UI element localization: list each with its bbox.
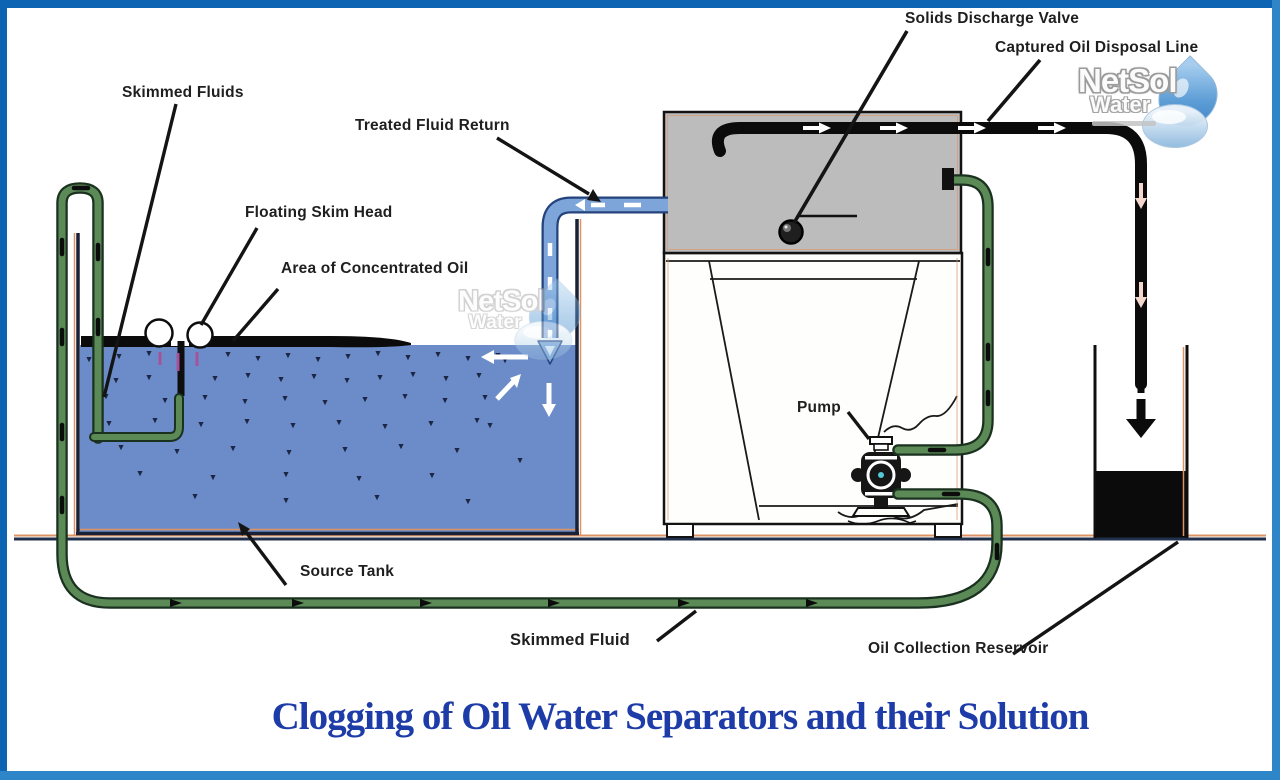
separator-body: [662, 251, 964, 526]
leader-lines: [102, 30, 1179, 656]
skimmed-fluid-piping: [56, 168, 1003, 609]
frame-border-bottom: [0, 771, 1280, 780]
concentrated-oil-layer: [81, 336, 411, 348]
label-floating-skim-head: Floating Skim Head: [245, 204, 393, 221]
label-captured-oil-disposal-line: Captured Oil Disposal Line: [995, 39, 1199, 56]
leader-area-oil: [231, 287, 280, 343]
label-source-tank: Source Tank: [300, 563, 395, 580]
separator-foot-left: [666, 523, 694, 538]
netsol-logo: NetSol Water: [1078, 55, 1248, 157]
separator-top-chamber: [662, 110, 963, 255]
drop-ellipse-shine: [523, 326, 554, 339]
sediment-dots: [86, 351, 523, 505]
netsol-watermark: NetSol Water: [458, 278, 608, 368]
oil-collection-reservoir: [1093, 345, 1189, 538]
watermark-subtitle: Water: [468, 310, 522, 333]
leader-skimmed-fluid: [655, 609, 698, 643]
drop-ellipse-shine: [1152, 110, 1186, 124]
source-tank-walls: [73, 219, 582, 536]
separator-funnel: [666, 258, 960, 521]
blue-pipe-dashes: [547, 202, 641, 338]
label-solids-discharge-valve: Solids Discharge Valve: [905, 10, 1080, 27]
white-flow-arrows: [803, 122, 1147, 308]
frame-border-left: [0, 0, 7, 780]
solids-discharge-valve: [778, 214, 857, 245]
frame-border-right: [1272, 0, 1280, 780]
down-arrow-icon: [1126, 419, 1156, 438]
logo-name: NetSol: [1078, 62, 1178, 99]
label-area-of-concentrated-oil: Area of Concentrated Oil: [281, 260, 469, 277]
oil-droplet-ticks: [158, 352, 199, 371]
page-title: Clogging of Oil Water Separators and the…: [271, 695, 1090, 738]
leader-captured-oil: [986, 58, 1042, 123]
label-oil-collection-reservoir: Oil Collection Reservoir: [868, 640, 1049, 657]
pump-group: [847, 436, 917, 525]
separator-foot-right: [934, 523, 962, 538]
logo-subtitle: Water: [1090, 92, 1151, 117]
flow-dashes: [59, 185, 1000, 561]
frame-border-top: [0, 0, 1280, 8]
leader-solids-valve: [792, 30, 909, 224]
label-skimmed-fluids: Skimmed Fluids: [122, 84, 244, 101]
label-skimmed-fluid: Skimmed Fluid: [510, 631, 630, 649]
watermark-name: NetSol: [458, 284, 546, 317]
leader-oil-reservoir: [1012, 540, 1179, 656]
flow-arrowheads: [170, 599, 818, 607]
water-flow-arrows: [481, 350, 556, 417]
leader-pump: [846, 410, 871, 441]
logo-tagline-smudge: [1092, 121, 1156, 126]
water-drop-ellipse-icon: [514, 320, 573, 360]
leader-floating-skim-head: [199, 227, 259, 326]
label-pump: Pump: [797, 399, 841, 416]
leader-skimmed-fluids: [102, 103, 178, 398]
captured-oil-pipe: [711, 122, 1156, 438]
ground-line: [14, 534, 1266, 541]
leader-source-tank: [241, 526, 288, 587]
leader-treated-fluid-return: [496, 136, 590, 196]
floating-skim-head-floats: [144, 318, 214, 349]
separator-tank-group: [662, 110, 964, 538]
label-treated-fluid-return: Treated Fluid Return: [355, 117, 510, 134]
